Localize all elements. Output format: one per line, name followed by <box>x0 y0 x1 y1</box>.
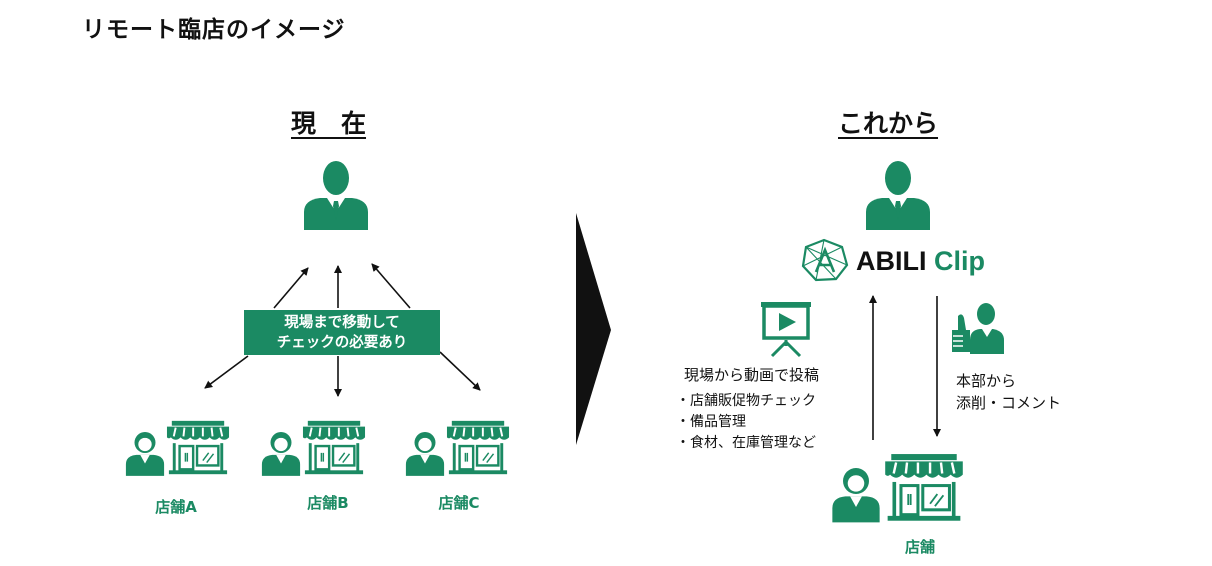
staff-icon <box>125 432 165 476</box>
post-item-2: ・備品管理 <box>676 414 746 430</box>
feedback-line-2: 添削・コメント <box>956 394 1062 412</box>
storefront-icon <box>446 420 510 476</box>
note-line-2: チェックの必要あり <box>276 335 408 351</box>
store-label-c: 店舗C <box>438 494 480 512</box>
staff-icon <box>261 432 301 476</box>
store-label-b: 店舗B <box>307 494 349 512</box>
transition-arrow-icon <box>576 213 611 445</box>
post-label: 現場から動画で投稿 <box>684 366 820 384</box>
page-title: リモート臨店のイメージ <box>82 17 346 43</box>
manager-icon <box>866 161 930 230</box>
post-item-1: ・店舗販促物チェック <box>676 393 816 409</box>
abili-clip-logo: ABILI Clip <box>856 246 985 277</box>
staff-icon <box>405 432 445 476</box>
note-line-1: 現場まで移動して <box>284 315 400 331</box>
staff-icon <box>832 468 880 523</box>
current-heading: 現 在 <box>291 109 367 138</box>
post-item-3: ・食材、在庫管理など <box>676 435 816 451</box>
current-arrows <box>204 263 481 397</box>
feedback-line-1: 本部から <box>956 372 1017 390</box>
thumbs-up-advisor-icon <box>952 303 1004 354</box>
storefront-icon <box>884 452 964 523</box>
store-label-a: 店舗A <box>155 498 197 516</box>
storefront-icon <box>302 420 366 476</box>
manager-icon <box>304 161 368 230</box>
storefront-icon <box>166 420 230 476</box>
future-heading: これから <box>838 109 939 138</box>
abili-logo-icon <box>801 238 849 282</box>
logo-sub-text: Clip <box>934 246 986 276</box>
future-store-label: 店舗 <box>904 538 935 556</box>
video-screen-icon <box>761 302 811 358</box>
travel-note-box: 現場まで移動して チェックの必要あり <box>244 310 440 355</box>
logo-main-text: ABILI <box>856 246 927 276</box>
